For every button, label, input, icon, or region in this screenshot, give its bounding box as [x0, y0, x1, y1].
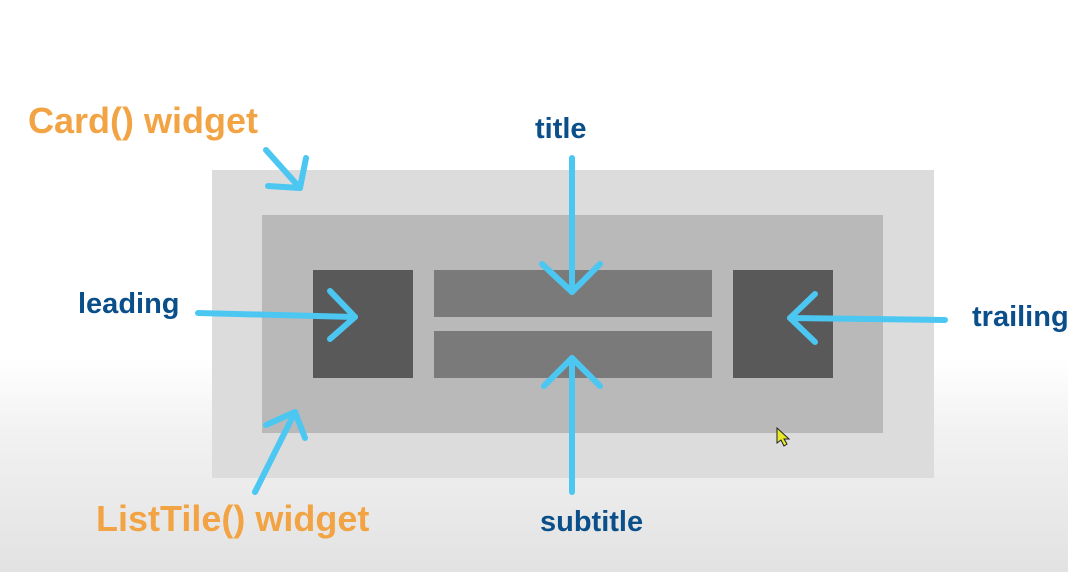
subtitle-label: subtitle: [540, 506, 644, 538]
leading-box: [313, 270, 413, 378]
leading-arrow: [195, 288, 358, 342]
subtitle-arrow: [541, 355, 603, 495]
title-arrow: [539, 155, 603, 295]
mouse-pointer-icon: [776, 426, 791, 447]
leading-label: leading: [78, 288, 180, 320]
listtile-widget-label: ListTile() widget: [96, 498, 370, 539]
trailing-label: trailing: [972, 301, 1068, 333]
card-widget-label: Card() widget: [28, 100, 258, 141]
card-arrow: [263, 147, 309, 191]
title-label: title: [535, 113, 587, 145]
trailing-arrow: [787, 291, 948, 345]
trailing-box: [733, 270, 833, 378]
listtile-arrow: [252, 409, 308, 495]
